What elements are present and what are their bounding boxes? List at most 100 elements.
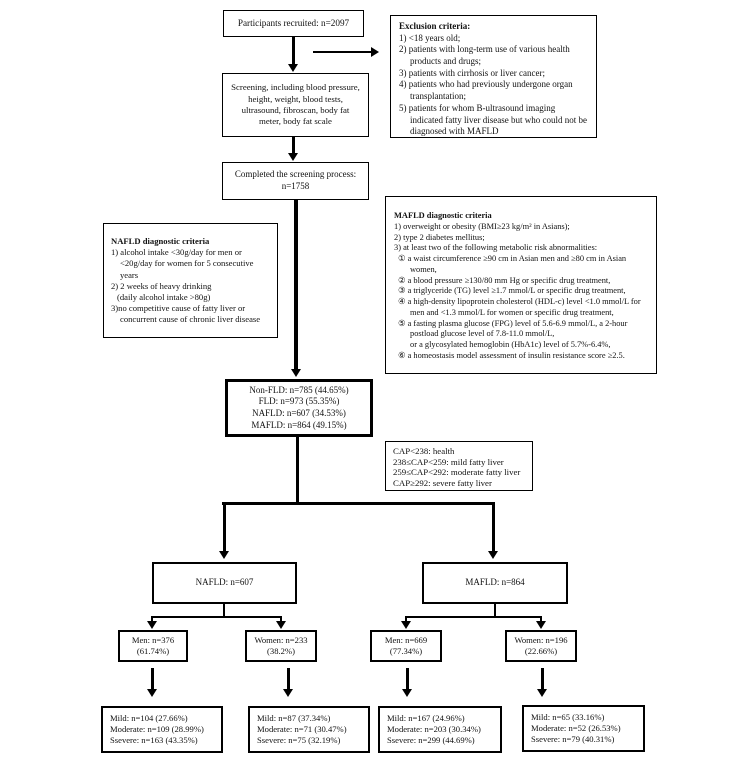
connector-to-exclusion	[313, 50, 373, 53]
severity-line: Ssevere: n=79 (40.31%)	[531, 734, 615, 745]
mafld-criteria-item: or a glycosylated hemoglobin (HbA1c) lev…	[410, 340, 611, 349]
connector-recruited-to-screening	[291, 37, 295, 64]
exclusion-criteria-box: Exclusion criteria: 1) <18 years old; 2)…	[390, 15, 597, 138]
nafld-criteria-item: 3)no competitive cause of fatty liver or…	[111, 303, 261, 325]
arrowhead-down-icon	[401, 621, 411, 629]
connector-screening-to-completed	[291, 137, 295, 154]
mafld-criteria-item: 1) overweight or obesity (BMI≥23 kg/m² i…	[394, 221, 570, 231]
completed-screening-count: n=1758	[281, 181, 310, 191]
severity-line: Mild: n=87 (37.34%)	[257, 713, 331, 723]
connector-mafld-stub	[493, 604, 496, 617]
connector-mafld-men	[404, 617, 408, 623]
nafld-women-severity-box: Mild: n=87 (37.34%) Moderate: n=71 (30.4…	[248, 706, 370, 753]
connector-nafld-women	[279, 617, 283, 623]
mafld-women-percent: (22.66%)	[524, 646, 558, 656]
connector-nafld-women-severity	[286, 668, 290, 690]
nafld-men-severity-box: Mild: n=104 (27.66%) Moderate: n=109 (28…	[101, 706, 223, 753]
fld-stats-line: NAFLD: n=607 (34.53%)	[252, 408, 346, 418]
arrowhead-down-icon	[291, 369, 301, 377]
mafld-men-severity-box: Mild: n=167 (24.96%) Moderate: n=203 (30…	[378, 706, 502, 753]
connector-mafld-women-severity	[540, 668, 544, 690]
cap-legend-line: CAP≥292: severe fatty liver	[393, 477, 492, 488]
connector-branch-to-mafld	[491, 503, 495, 552]
arrowhead-down-icon	[288, 64, 298, 72]
screening-line: ultrasound, fibroscan, body fat	[241, 105, 350, 115]
arrowhead-down-icon	[288, 153, 298, 161]
mafld-criteria-item: 3) at least two of the following metabol…	[394, 243, 598, 253]
severity-line: Moderate: n=52 (26.53%)	[531, 723, 621, 734]
nafld-total-box: NAFLD: n=607	[152, 562, 297, 604]
mafld-branch-line	[405, 615, 542, 618]
fld-stats-line: FLD: n=973 (55.35%)	[258, 396, 340, 407]
cap-legend-line: CAP<238: health	[393, 446, 455, 456]
nafld-men-box: Men: n=376 (61.74%)	[118, 630, 188, 662]
connector-nafld-men-severity	[150, 668, 154, 690]
participants-recruited-text: Participants recruited: n=2097	[237, 17, 350, 28]
screening-box: Screening, including blood pressure, hei…	[222, 73, 369, 137]
nafld-criteria-item: 2) 2 weeks of heavy drinking	[111, 280, 212, 291]
exclusion-item: 1) <18 years old;	[399, 32, 461, 43]
severity-line: Ssevere: n=163 (43.35%)	[110, 735, 198, 746]
nafld-criteria-title: NAFLD diagnostic criteria	[111, 236, 210, 246]
severity-line: Moderate: n=71 (30.47%)	[257, 724, 347, 735]
completed-screening-line: Completed the screening process:	[234, 169, 357, 180]
mafld-criteria-item: ③ a triglyceride (TG) level ≥1.7 mmol/L …	[398, 286, 626, 296]
arrowhead-down-icon	[488, 551, 498, 559]
arrowhead-down-icon	[147, 621, 157, 629]
mafld-criteria-item: ④ a high-density lipoprotein cholesterol…	[398, 297, 641, 317]
mafld-criteria-item: ⑥ a homeostasis model assessment of insu…	[398, 350, 625, 360]
nafld-women-count: Women: n=233	[254, 634, 308, 645]
fld-stats-line: Non-FLD: n=785 (44.65%)	[249, 384, 349, 395]
mafld-women-severity-box: Mild: n=65 (33.16%) Moderate: n=52 (26.5…	[522, 705, 645, 752]
nafld-women-percent: (38.2%)	[267, 646, 295, 656]
severity-line: Ssevere: n=299 (44.69%)	[387, 735, 475, 746]
screening-line: meter, body fat scale	[259, 116, 332, 127]
mafld-criteria-item: ⑤ a fasting plasma glucose (FPG) level o…	[398, 318, 628, 339]
mafld-total-box: MAFLD: n=864	[422, 562, 568, 604]
connector-mafld-men-severity	[405, 668, 409, 690]
mafld-criteria-item: 2) type 2 diabetes mellitus;	[394, 232, 485, 242]
mafld-men-box: Men: n=669 (77.34%)	[370, 630, 442, 662]
mafld-criteria-title: MAFLD diagnostic criteria	[394, 211, 492, 220]
connector-nafld-men	[150, 617, 154, 623]
connector-completed-to-stats	[294, 200, 298, 370]
mafld-total-text: MAFLD: n=864	[465, 577, 525, 588]
screening-line: height, weight, blood tests,	[248, 93, 343, 104]
screening-line: Screening, including blood pressure,	[231, 82, 360, 93]
nafld-men-count: Men: n=376	[131, 634, 175, 645]
arrowhead-down-icon	[536, 621, 546, 629]
exclusion-criteria-title: Exclusion criteria:	[399, 21, 471, 31]
connector-branch-to-nafld	[222, 503, 226, 552]
exclusion-item: 5) patients for whom B-ultrasound imagin…	[399, 102, 587, 137]
arrowhead-right-icon	[371, 47, 379, 57]
severity-line: Moderate: n=109 (28.99%)	[110, 724, 204, 735]
mafld-men-count: Men: n=669	[384, 634, 428, 645]
nafld-criteria-box: NAFLD diagnostic criteria 1) alcohol int…	[103, 223, 278, 338]
nafld-women-box: Women: n=233 (38.2%)	[245, 630, 317, 662]
arrowhead-down-icon	[402, 689, 412, 697]
severity-line: Mild: n=167 (24.96%)	[387, 713, 465, 723]
fld-stats-box: Non-FLD: n=785 (44.65%) FLD: n=973 (55.3…	[225, 379, 373, 437]
connector-mafld-women	[539, 617, 543, 623]
arrowhead-down-icon	[276, 621, 286, 629]
severity-line: Moderate: n=203 (30.34%)	[387, 724, 481, 735]
nafld-total-text: NAFLD: n=607	[195, 577, 254, 588]
fld-stats-line: MAFLD: n=864 (49.15%)	[251, 419, 347, 430]
arrowhead-down-icon	[283, 689, 293, 697]
arrowhead-down-icon	[147, 689, 157, 697]
cap-legend-line: 238≤CAP<259: mild fatty liver	[393, 456, 504, 467]
completed-screening-box: Completed the screening process: n=1758	[222, 162, 369, 200]
arrowhead-down-icon	[219, 551, 229, 559]
mafld-women-count: Women: n=196	[514, 634, 568, 645]
exclusion-item: 2) patients with long-term use of variou…	[399, 44, 570, 67]
nafld-criteria-item: (daily alcohol intake >80g)	[117, 291, 211, 302]
cap-legend-line: 259≤CAP<292: moderate fatty liver	[393, 467, 521, 478]
exclusion-item: 4) patients who had previously undergone…	[399, 79, 573, 102]
mafld-criteria-item: ① a waist circumference ≥90 cm in Asian …	[398, 254, 627, 274]
severity-line: Mild: n=65 (33.16%)	[531, 712, 605, 722]
participants-recruited-box: Participants recruited: n=2097	[223, 10, 364, 37]
mafld-women-box: Women: n=196 (22.66%)	[505, 630, 577, 662]
mafld-men-percent: (77.34%)	[389, 646, 423, 656]
connector-nafld-stub	[222, 604, 225, 617]
